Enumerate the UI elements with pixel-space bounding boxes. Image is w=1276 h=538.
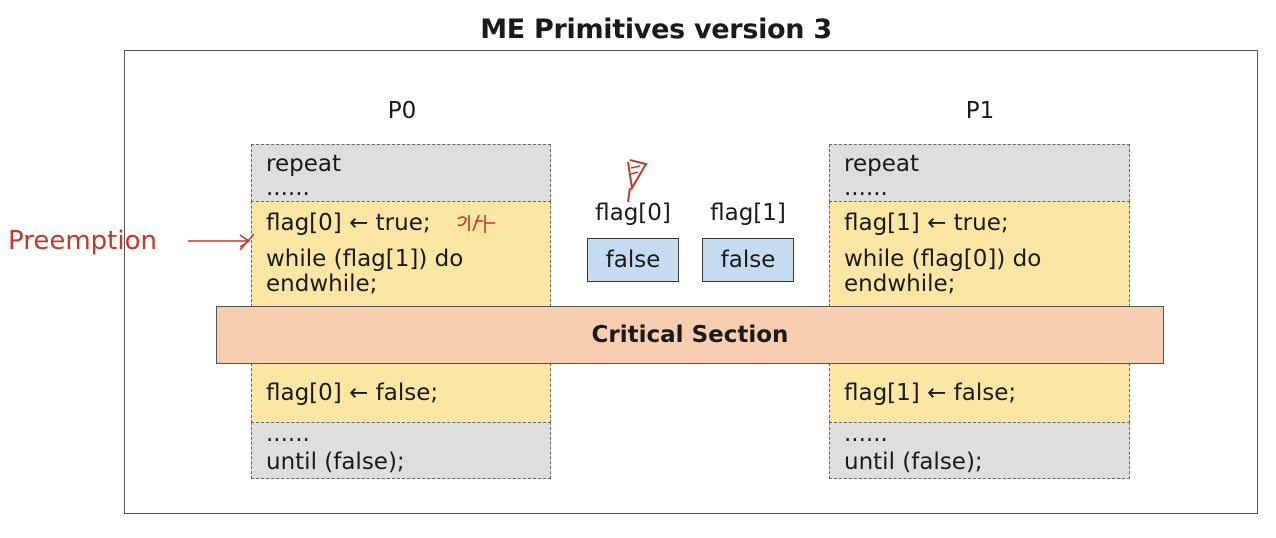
p1-clear-flag: flag[1] ← false; — [844, 380, 1017, 406]
preemption-annotation: Preemption — [8, 226, 157, 256]
p0-repeat: repeat — [266, 151, 341, 177]
p0-exit-section: flag[0] ← false; — [251, 363, 551, 423]
p0-clear-flag: flag[0] ← false; — [266, 380, 439, 406]
p0-label: P0 — [387, 98, 417, 124]
p0-set-flag: flag[0] ← true; — [266, 210, 431, 236]
flag1-value-box: false — [702, 238, 794, 282]
p1-repeat: repeat — [844, 151, 919, 177]
p0-dots-bottom: ...... — [266, 421, 310, 447]
p1-endwhile: endwhile; — [844, 271, 956, 297]
p1-label: P1 — [965, 98, 995, 124]
p0-remainder-top: repeat ...... — [251, 144, 551, 202]
flag0-value-box: false — [587, 238, 679, 282]
critical-section-bar: Critical Section — [216, 306, 1164, 364]
p0-endwhile: endwhile; — [266, 271, 378, 297]
p0-entry-section: flag[0] ← true; while (flag[1]) do endwh… — [251, 201, 551, 307]
flag0-label: flag[0] — [595, 200, 671, 226]
p0-dots-top: ...... — [266, 175, 310, 201]
preemption-arrow-icon — [188, 233, 255, 251]
handwritten-note-icon — [457, 214, 495, 233]
flag1-label: flag[1] — [710, 200, 786, 226]
p1-dots-top: ...... — [844, 175, 888, 201]
p1-until: until (false); — [844, 449, 983, 475]
diagram-title: ME Primitives version 3 — [480, 14, 832, 45]
p1-remainder-top: repeat ...... — [829, 144, 1130, 202]
p0-while: while (flag[1]) do — [266, 246, 464, 272]
p1-while: while (flag[0]) do — [844, 246, 1042, 272]
p1-entry-section: flag[1] ← true; while (flag[0]) do endwh… — [829, 201, 1130, 307]
p1-dots-bottom: ...... — [844, 421, 888, 447]
p0-remainder-bottom: ...... until (false); — [251, 422, 551, 479]
p1-set-flag: flag[1] ← true; — [844, 210, 1009, 236]
p0-until: until (false); — [266, 449, 405, 475]
p1-remainder-bottom: ...... until (false); — [829, 422, 1130, 479]
p1-exit-section: flag[1] ← false; — [829, 363, 1130, 423]
handwritten-mark-icon — [627, 159, 648, 203]
